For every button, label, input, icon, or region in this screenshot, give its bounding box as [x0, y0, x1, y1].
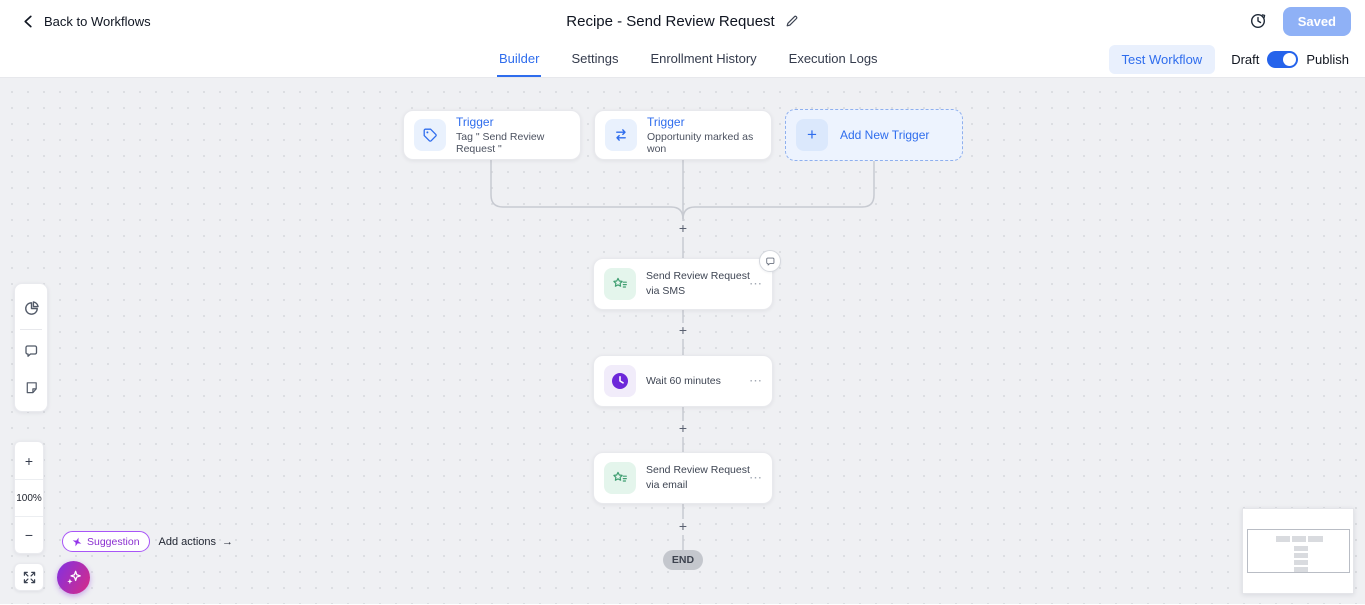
trigger-node-opportunity[interactable]: Trigger Opportunity marked as won — [594, 110, 772, 160]
publish-label: Publish — [1306, 52, 1349, 67]
comment-icon — [25, 345, 38, 357]
canvas-tool-panel — [14, 283, 48, 412]
zoom-panel: + 100% − — [14, 441, 44, 554]
swap-horizontal-icon — [605, 119, 637, 151]
page-title: Recipe - Send Review Request — [566, 12, 775, 30]
node-menu-button[interactable]: ⋯ — [749, 276, 763, 291]
add-new-trigger-button[interactable]: + Add New Trigger — [785, 109, 963, 161]
title-wrap: Recipe - Send Review Request — [566, 13, 798, 30]
comment-icon — [765, 257, 774, 266]
add-step-button[interactable]: + — [675, 519, 691, 535]
trigger-text: Trigger Tag " Send Review Request " — [456, 115, 570, 155]
back-label: Back to Workflows — [44, 13, 151, 29]
add-step-button[interactable]: + — [675, 421, 691, 437]
node-comment-button[interactable] — [759, 250, 781, 272]
edit-pencil-icon[interactable] — [785, 14, 799, 28]
minimap[interactable] — [1242, 508, 1354, 594]
trigger-text: Trigger Opportunity marked as won — [647, 115, 761, 155]
publish-toggle[interactable] — [1267, 51, 1299, 68]
sticky-note-icon — [26, 381, 37, 393]
divider — [20, 329, 42, 330]
minimap-viewport[interactable] — [1247, 529, 1350, 573]
trigger-label: Trigger — [456, 115, 494, 129]
notes-button[interactable] — [14, 369, 48, 405]
tab-execution-logs[interactable]: Execution Logs — [788, 51, 878, 66]
top-bar: Back to Workflows Recipe - Send Review R… — [0, 0, 1365, 42]
zoom-in-button[interactable]: + — [24, 452, 34, 469]
minimap-node — [1276, 536, 1290, 542]
node-menu-button[interactable]: ⋯ — [749, 470, 763, 485]
clock-icon — [604, 365, 636, 397]
add-step-button[interactable]: + — [675, 221, 691, 237]
toggle-knob — [1283, 53, 1297, 66]
stats-button[interactable] — [14, 290, 48, 326]
tab-enrollment-history[interactable]: Enrollment History — [650, 51, 757, 66]
suggestion-row: Suggestion Add actions → — [62, 531, 233, 552]
action-title: Send Review Request via email — [646, 464, 750, 491]
tab-settings[interactable]: Settings — [571, 51, 619, 66]
draft-publish-control: Draft Publish — [1231, 51, 1349, 68]
minimap-node — [1294, 546, 1308, 551]
arrow-right-icon: → — [222, 535, 234, 548]
tag-icon — [414, 119, 446, 151]
trigger-detail: Tag " Send Review Request " — [456, 131, 545, 155]
minimap-node — [1294, 560, 1308, 565]
version-history-icon[interactable] — [1249, 12, 1267, 30]
zoom-out-button[interactable]: − — [15, 516, 43, 553]
saved-button[interactable]: Saved — [1282, 6, 1351, 36]
node-menu-button[interactable]: ⋯ — [749, 373, 763, 388]
trigger-node-tag[interactable]: Trigger Tag " Send Review Request " — [403, 110, 581, 160]
tab-bar: Builder Settings Enrollment History Exec… — [0, 42, 1365, 78]
action-node-wait[interactable]: Wait 60 minutes ⋯ — [593, 355, 773, 407]
minimap-node — [1294, 553, 1308, 558]
action-title: Send Review Request via SMS — [646, 270, 750, 297]
test-workflow-button[interactable]: Test Workflow — [1108, 45, 1216, 74]
tabbar-right: Test Workflow Draft Publish — [1108, 42, 1349, 77]
pie-chart-icon — [24, 300, 39, 315]
topbar-right: Saved — [1249, 6, 1351, 36]
action-node-email[interactable]: Send Review Request via email ⋯ — [593, 452, 773, 504]
trigger-detail: Opportunity marked as won — [647, 131, 754, 155]
minimap-node — [1292, 536, 1306, 542]
add-new-trigger-label: Add New Trigger — [840, 128, 930, 142]
sparkle-icon — [72, 537, 82, 546]
plus-icon: + — [796, 119, 828, 151]
minimap-node — [1294, 567, 1308, 572]
action-title: Wait 60 minutes — [646, 374, 721, 387]
zoom-level[interactable]: 100% — [15, 479, 43, 516]
back-to-workflows-link[interactable]: Back to Workflows — [22, 14, 151, 29]
review-star-icon — [604, 268, 636, 300]
ai-assistant-button[interactable] — [57, 561, 90, 594]
sparkle-icon — [67, 570, 81, 585]
chevron-left-icon — [24, 15, 32, 27]
add-actions-button[interactable]: Add actions → — [159, 536, 233, 548]
tabs: Builder Settings Enrollment History Exec… — [497, 42, 880, 77]
tab-builder[interactable]: Builder — [497, 42, 542, 77]
suggestion-label: Suggestion — [87, 535, 140, 548]
trigger-label: Trigger — [647, 115, 685, 129]
add-step-button[interactable]: + — [675, 323, 691, 339]
draft-label: Draft — [1231, 52, 1260, 67]
end-node: END — [663, 550, 703, 570]
fullscreen-button[interactable] — [14, 563, 44, 591]
suggestion-pill[interactable]: Suggestion — [62, 531, 150, 552]
review-star-icon — [604, 462, 636, 494]
add-actions-label: Add actions — [158, 535, 217, 548]
comments-button[interactable] — [14, 333, 48, 369]
action-node-sms[interactable]: Send Review Request via SMS ⋯ — [593, 258, 773, 310]
workflow-canvas[interactable]: Trigger Tag " Send Review Request " Trig… — [0, 78, 1365, 604]
minimap-node — [1308, 536, 1323, 542]
fullscreen-icon — [23, 571, 35, 583]
